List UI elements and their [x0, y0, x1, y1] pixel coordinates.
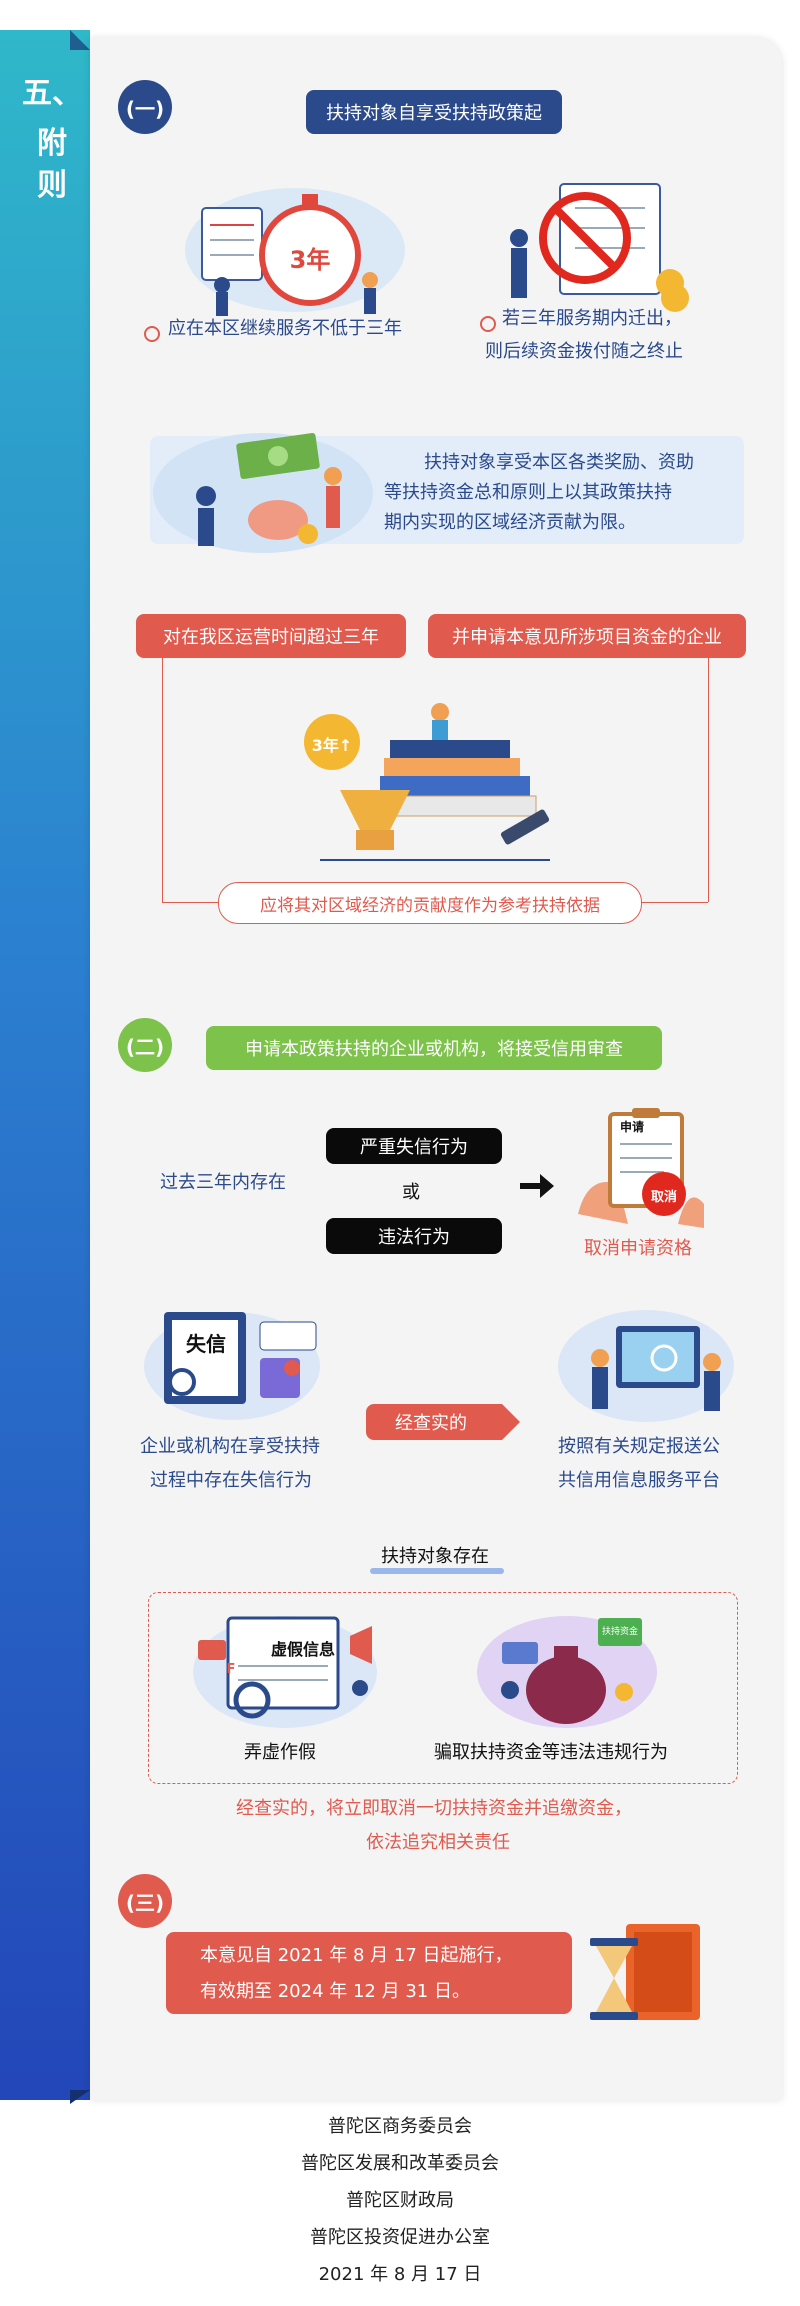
or-text: 或 [402, 1182, 420, 1203]
board-label: 失信 [186, 1332, 226, 1356]
section-label: 附 [37, 126, 67, 161]
violation-tag: 严重失信行为 [326, 1128, 502, 1164]
fake-info-sign: 虚假信息 [270, 1640, 335, 1659]
subsection-heading: 扶持对象存在 [381, 1546, 489, 1567]
section-title: 扶持对象自享受扶持政策起 [306, 90, 562, 134]
credit-board-illustration [144, 1312, 320, 1420]
effective-box [166, 1932, 572, 2014]
condition-text: 过去三年内存在 [160, 1172, 286, 1193]
side-ribbon [0, 30, 90, 2100]
violation-item: 弄虚作假 [244, 1742, 316, 1763]
cancel-stamp: 取消 [650, 1190, 677, 1205]
violation-item: 骗取扶持资金等违法违规行为 [434, 1742, 668, 1763]
basis-note: 应将其对区域经济的贡献度作为参考扶持依据 [218, 882, 642, 924]
funding-illustration [153, 432, 373, 553]
verified-arrow: 经查实的 [366, 1404, 496, 1440]
section-badge: (一) [118, 80, 172, 134]
heading-underline [370, 1568, 504, 1574]
section-badge: (三) [118, 1874, 172, 1928]
expiry-date: 有效期至 2024 年 12 月 31 日。 [200, 1981, 470, 2002]
books-illustration [304, 703, 550, 861]
section-label: 五、 [22, 76, 82, 111]
clipboard-illustration [578, 1108, 704, 1228]
report-description: 共信用信息服务平台 [558, 1470, 720, 1491]
violations-box [148, 1592, 738, 1784]
section-label: 则 [37, 168, 67, 203]
description-line: 等扶持资金总和原则上以其政策扶持 [384, 482, 672, 503]
footer-line: 普陀区财政局 [346, 2190, 454, 2211]
penalty-text: 经查实的，将立即取消一切扶持资金并追缴资金， [236, 1798, 632, 1819]
description-line: 扶持对象享受本区各类奖励、资助 [424, 452, 694, 473]
footer-line: 普陀区投资促进办公室 [310, 2227, 490, 2248]
report-description: 按照有关规定报送公 [558, 1436, 720, 1457]
clipboard-heading: 申请 [619, 1120, 644, 1134]
fake-info-illustration [193, 1616, 377, 1728]
arrow-right-icon [520, 1174, 554, 1198]
fraud-illustration [477, 1616, 657, 1728]
footer-line: 普陀区发展和改革委员会 [301, 2153, 499, 2174]
fake-info-letter: F [226, 1662, 236, 1677]
clock-illustration [185, 188, 405, 316]
platform-illustration [558, 1310, 734, 1422]
bracket-line [162, 658, 163, 902]
policy-point: 则后续资金拨付随之终止 [485, 341, 683, 362]
bracket-line [162, 902, 218, 903]
policy-point: 应在本区继续服务不低于三年 [168, 318, 402, 339]
ribbon-fold [70, 2090, 90, 2104]
section-title: 申请本政策扶持的企业或机构，将接受信用审查 [206, 1026, 662, 1070]
section-badge: (二) [118, 1018, 172, 1072]
clock-label: 3年 [289, 246, 331, 274]
prohibited-illustration [510, 183, 689, 312]
footer-line: 普陀区商务委员会 [328, 2116, 472, 2137]
description-line: 期内实现的区域经济贡献为限。 [384, 512, 636, 533]
policy-point: 若三年服务期内迁出， [502, 308, 682, 329]
bracket-line [708, 658, 709, 902]
effective-date: 本意见自 2021 年 8 月 17 日起施行， [200, 1945, 513, 1966]
violation-description: 过程中存在失信行为 [150, 1470, 312, 1491]
bullet-icon [144, 326, 160, 342]
fraud-sign: 扶持资金 [601, 1627, 638, 1637]
hourglass-book-illustration [590, 1924, 700, 2020]
bullet-icon [480, 316, 496, 332]
penalty-text: 依法追究相关责任 [366, 1832, 510, 1853]
footer-date: 2021 年 8 月 17 日 [318, 2264, 482, 2285]
violation-tag: 违法行为 [326, 1218, 502, 1254]
condition-tag: 对在我区运营时间超过三年 [136, 614, 406, 658]
violation-description: 企业或机构在享受扶持 [140, 1436, 320, 1457]
condition-tag: 并申请本意见所涉项目资金的企业 [428, 614, 746, 658]
cancel-label: 取消申请资格 [584, 1238, 692, 1259]
arrow-right-icon [494, 1404, 520, 1440]
bracket-line [640, 902, 708, 903]
ribbon-fold [70, 30, 90, 50]
books-label: 3年↑ [311, 736, 353, 755]
